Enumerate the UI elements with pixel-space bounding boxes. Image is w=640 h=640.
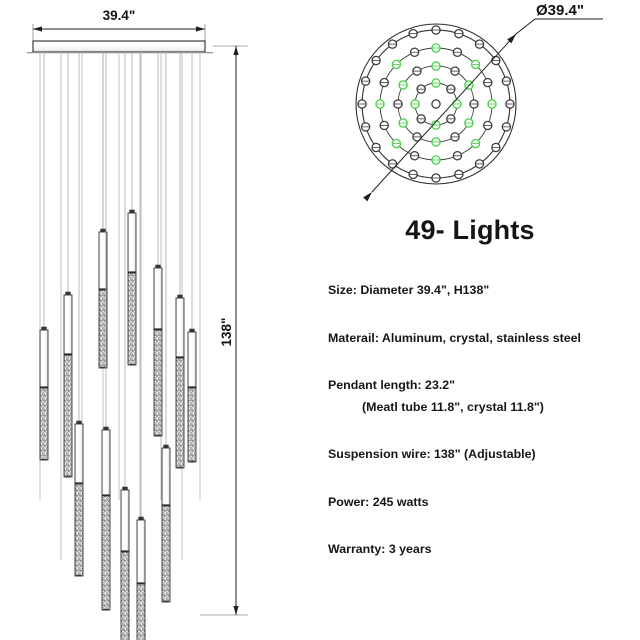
pendant-cap [122, 486, 128, 491]
spec-line-6: Warranty: 3 years [328, 542, 432, 556]
canopy-plan-view: Ø39.4" [355, 2, 603, 202]
width-dimension-label: 39.4" [103, 8, 136, 23]
spec-line-0: Size: Diameter 39.4", H138" [328, 283, 490, 297]
pendant-cap [129, 209, 135, 214]
pendant-tip [177, 466, 183, 469]
pendant-metal-tube [63, 294, 73, 356]
pendant-light [101, 52, 111, 611]
pendant-light [153, 52, 163, 437]
pendant-crystal-section [136, 583, 146, 640]
spec-line-2: Pendant length: 23.2" [328, 378, 456, 392]
pendant-crystal-section [187, 387, 197, 463]
pendant-cap [103, 426, 109, 431]
plan-ring-group [355, 23, 517, 185]
pendant-cap [100, 228, 106, 233]
pendant-light [187, 52, 197, 463]
pendant-crystal-section [39, 387, 49, 461]
height-dimension: 138" [200, 45, 248, 616]
pendant-crystal-section [175, 357, 185, 469]
spec-line-3: (Meatl tube 11.8", crystal 11.8") [362, 399, 544, 414]
pendant-cap [76, 420, 82, 425]
pendant-metal-tube [153, 267, 163, 331]
pendant-tip [163, 600, 169, 603]
pendant-metal-tube [101, 429, 111, 497]
pendant-cap [155, 264, 161, 269]
pendant-crystal-section [161, 505, 171, 603]
pendant-cap [138, 516, 144, 521]
pendant-metal-tube [161, 447, 171, 507]
pendant-light [136, 52, 146, 640]
pendant-cap [177, 294, 183, 299]
spec-line-1: Materail: Aluminum, crystal, stainless s… [328, 330, 581, 345]
pendant-light [63, 52, 73, 478]
pendant-metal-tube [127, 212, 137, 274]
chandelier-elevation-drawing: 39.4" 138" [27, 8, 248, 640]
spec-line-5: Power: 245 watts [328, 494, 429, 509]
pendant-metal-tube [187, 331, 197, 389]
pendant-cap [65, 291, 71, 296]
pendant-metal-tube [136, 519, 146, 585]
pendant-cap [41, 326, 47, 331]
pendant-crystal-section [63, 354, 73, 478]
center-light-hole [431, 99, 441, 109]
pendant-tip [65, 475, 71, 478]
pendant-crystal-section [127, 272, 137, 366]
pendant-tip [41, 458, 47, 461]
pendant-light [39, 52, 49, 461]
height-dimension-label: 138" [219, 318, 234, 347]
pendant-tip [189, 460, 195, 463]
spec-line-list: Size: Diameter 39.4", H138" Materail: Alu… [328, 283, 640, 590]
pendant-crystal-section [101, 495, 111, 611]
diameter-label: Ø39.4" [536, 2, 584, 19]
pendant-light [120, 52, 130, 640]
pendant-metal-tube [175, 297, 185, 359]
product-title: 49- Lights [405, 215, 535, 245]
pendant-light [161, 52, 171, 603]
pendant-tip [103, 608, 109, 611]
pendant-crystal-section [120, 551, 130, 640]
pendant-light [127, 52, 137, 366]
pendant-tip [100, 366, 106, 369]
pendant-metal-tube [39, 329, 49, 389]
pendant-tip [155, 434, 161, 437]
pendant-metal-tube [120, 489, 130, 553]
pendant-cluster [39, 52, 201, 640]
pendant-tip [129, 363, 135, 366]
specifications-panel: 49- Lights Size: Diameter 39.4", H138" Ma… [320, 215, 640, 640]
pendant-light [175, 52, 185, 469]
pendant-tip [76, 574, 82, 577]
pendant-light [98, 52, 108, 369]
pendant-metal-tube [74, 423, 84, 485]
pendant-cap [189, 328, 195, 333]
pendant-crystal-section [74, 483, 84, 577]
pendant-light [74, 52, 84, 577]
ceiling-canopy-plate [27, 40, 213, 54]
pendant-crystal-section [153, 329, 163, 437]
spec-line-4: Suspension wire: 138" (Adjustable) [328, 447, 536, 461]
width-dimension: 39.4" [32, 8, 206, 48]
diameter-leader [363, 18, 603, 202]
pendant-cap [163, 444, 169, 449]
